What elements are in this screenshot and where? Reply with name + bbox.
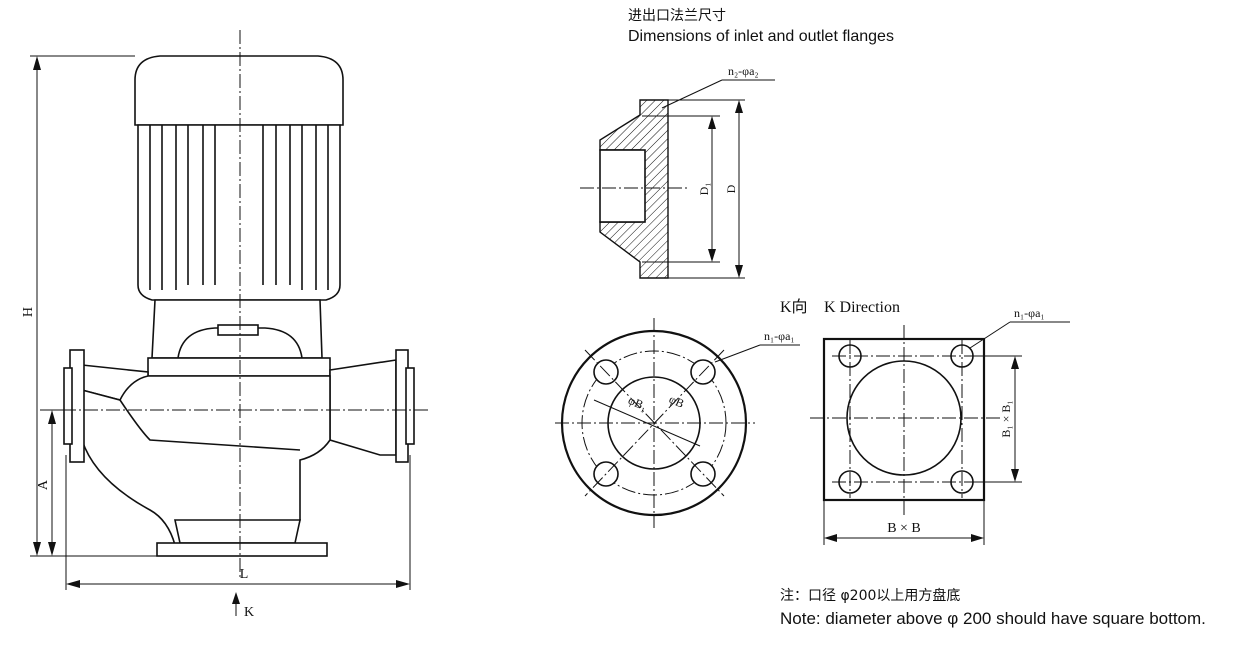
dim-H-label: H <box>21 307 36 317</box>
dimension-L <box>65 455 411 590</box>
dimension-H <box>30 55 157 557</box>
round-hole-label: n₁-φa₁ <box>764 329 795 343</box>
note-cn: 注：口径 φ200以上用方盘底 <box>780 587 960 604</box>
k-view-arrow <box>232 592 240 616</box>
motor-cap <box>134 55 344 126</box>
flange-title-cn: 进出口法兰尺寸 <box>628 8 726 24</box>
dim-phiB1-label: φB₁ <box>626 393 649 414</box>
dimension-A <box>44 409 66 556</box>
k-direction-en: K Direction <box>824 299 900 316</box>
flange-title-en: Dimensions of inlet and outlet flanges <box>628 28 894 45</box>
motor-fins <box>149 125 329 290</box>
dim-D-label: D <box>724 184 738 193</box>
dim-L-label: L <box>240 567 249 582</box>
k-arrow-label: K <box>244 605 254 620</box>
dim-D1-label: D₁ <box>697 183 711 196</box>
dim-BxB-label: B × B <box>887 521 921 536</box>
note-en: Note: diameter above φ 200 should have s… <box>780 609 1206 628</box>
flange-section-view <box>580 79 775 279</box>
round-base-view <box>555 318 800 528</box>
outlet-pipe <box>329 359 397 456</box>
motor-body <box>137 124 341 301</box>
pump-elevation: H A L K <box>21 30 430 620</box>
square-base-view <box>810 321 1070 545</box>
dim-phiB-label: φB <box>667 392 686 411</box>
pump-base <box>156 542 328 557</box>
dim-A-label: A <box>36 479 51 490</box>
dim-B1xB1-label: B₁ × B₁ <box>999 400 1013 437</box>
casing-top <box>147 357 331 377</box>
square-hole-label: n₁-φa₁ <box>1014 306 1045 320</box>
k-direction-cn: K向 <box>780 298 808 316</box>
flange-hole-label: n₂-φa₂ <box>728 64 759 78</box>
